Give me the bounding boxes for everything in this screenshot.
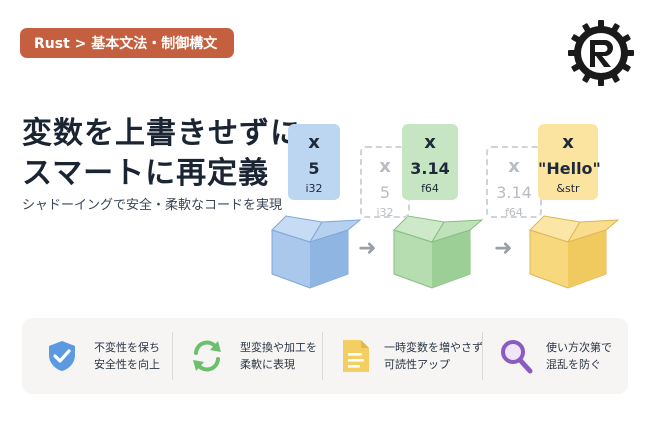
card-value: 3.14 <box>410 159 450 178</box>
headline-line-1: 変数を上書きせずに <box>22 116 301 151</box>
rust-logo-icon <box>568 20 634 86</box>
subtitle: シャドーイングで安全・柔軟なコードを実現 <box>22 198 283 213</box>
features-panel: 不変性を保ち 安全性を向上 型変換や加工を 柔軟に表現 一時変数を増やさず 可読… <box>22 318 628 394</box>
arrow-right-icon: ➜ <box>358 236 377 261</box>
card-value: 5 <box>308 159 320 178</box>
feature-text: 一時変数を増やさず 可読性アップ <box>384 339 483 373</box>
card-x-i32: x 5 i32 <box>288 124 340 200</box>
boxes-illustration <box>271 215 620 289</box>
feature-item: 一時変数を増やさず 可読性アップ <box>340 318 483 394</box>
headline-line-2: スマートに再定義 <box>22 156 270 191</box>
card-name: x <box>424 132 436 153</box>
feature-text: 不変性を保ち 安全性を向上 <box>94 339 160 373</box>
card-type: f64 <box>505 206 523 219</box>
box-blue <box>271 215 362 289</box>
card-value: "Hello" <box>538 159 601 178</box>
feature-item: 型変換や加工を 柔軟に表現 <box>188 318 317 394</box>
card-value: 3.14 <box>496 183 532 202</box>
arrow-right-icon: ➜ <box>494 236 513 261</box>
box-yellow <box>529 215 620 289</box>
feature-line: 安全性を向上 <box>94 358 160 371</box>
card-name: x <box>562 132 574 153</box>
card-name: x <box>379 156 391 177</box>
feature-item: 使い方次第で 混乱を防ぐ <box>498 318 612 394</box>
feature-item: 不変性を保ち 安全性を向上 <box>44 318 160 394</box>
card-name: x <box>308 132 320 153</box>
divider <box>172 332 173 380</box>
feature-line: 使い方次第で <box>546 341 612 354</box>
feature-text: 使い方次第で 混乱を防ぐ <box>546 339 612 373</box>
breadcrumb-badge: Rust > 基本文法・制御構文 <box>20 28 234 58</box>
card-type: f64 <box>421 182 439 195</box>
divider <box>322 332 323 380</box>
feature-line: 一時変数を増やさず <box>384 341 483 354</box>
shield-check-icon <box>49 341 75 371</box>
feature-text: 型変換や加工を 柔軟に表現 <box>240 339 317 373</box>
card-ghost-f64: x 3.14 f64 <box>486 146 542 219</box>
card-type: i32 <box>305 182 323 195</box>
card-type: i32 <box>376 206 394 219</box>
card-name: x <box>508 156 520 177</box>
card-x-f64: x 3.14 f64 <box>402 124 458 200</box>
feature-line: 混乱を防ぐ <box>546 358 601 371</box>
card-x-str: x "Hello" &str <box>538 124 601 200</box>
magnifier-icon <box>501 340 533 374</box>
card-ghost-i32: x 5 i32 <box>360 146 410 219</box>
feature-line: 可読性アップ <box>384 358 450 371</box>
feature-line: 型変換や加工を <box>240 341 317 354</box>
card-type: &str <box>556 182 580 195</box>
feature-line: 柔軟に表現 <box>240 358 295 371</box>
refresh-icon <box>193 340 221 372</box>
divider <box>482 332 483 380</box>
document-icon <box>343 340 369 372</box>
box-green <box>393 215 484 289</box>
feature-line: 不変性を保ち <box>94 341 160 354</box>
card-value: 5 <box>379 183 391 202</box>
